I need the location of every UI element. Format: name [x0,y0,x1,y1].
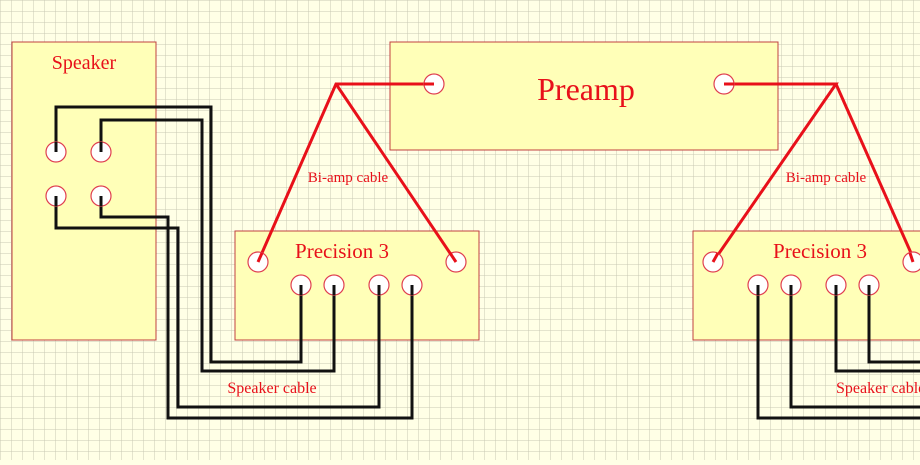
cable-r4 [867,285,920,364]
cable-4 [99,196,414,420]
precision-right-box [692,230,920,341]
speaker-cable-right-label: Speaker cable [836,380,920,397]
cable-r1 [756,285,920,420]
biamp-left-label: Bi-amp cable [308,170,389,186]
speaker-label: Speaker [52,52,117,74]
biamp-cables [256,82,917,263]
red-terminal-stubs [256,82,915,263]
precision-left-label: Precision 3 [295,239,389,263]
biamp-right-b [834,83,917,263]
biamp-left-b [334,83,458,263]
preamp-box [389,41,779,151]
speaker-cable-left-label: Speaker cable [227,380,316,397]
biamp-right-label: Bi-amp cable [786,170,867,186]
speaker-cables-right [756,285,920,420]
cable-r2 [789,285,920,409]
speaker-box [11,41,157,341]
cable-3 [54,196,381,409]
cable-1 [54,105,303,364]
preamp-label: Preamp [537,71,635,107]
precision-left-box [234,230,480,341]
precision-right-label: Precision 3 [773,239,867,263]
speaker-cables-left [54,105,414,420]
labels: Speaker Preamp Precision 3 Precision 3 B… [52,52,920,397]
cable-r3 [834,285,920,373]
cable-2 [99,118,336,373]
terminals [45,73,920,296]
terminal-stubs [54,142,871,295]
